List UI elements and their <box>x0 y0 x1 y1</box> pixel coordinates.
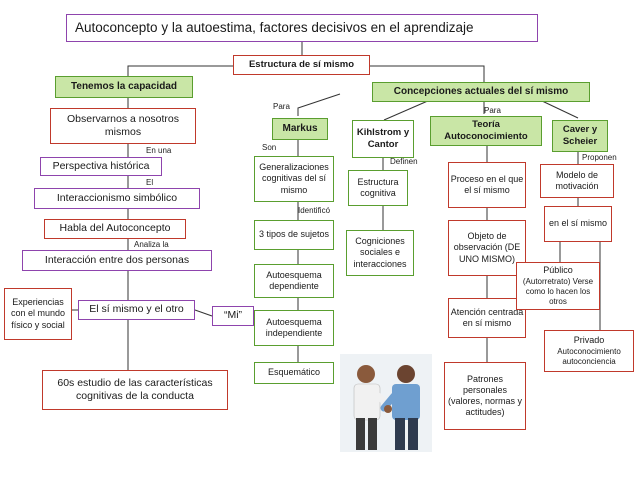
caver-node-label: Caver y Scheier <box>562 124 598 147</box>
esquematico-node: Esquemático <box>254 362 334 384</box>
kihlstrom-node-label: Kihlstrom y Cantor <box>356 127 410 150</box>
estudio-node-label: 60s estudio de las características cogni… <box>57 376 213 402</box>
label-identifico: Identificó <box>298 206 331 215</box>
teoria-node-label: Teoría Autoconocimiento <box>444 119 528 142</box>
publico-node: Público (Autorretrato) Verse como lo hac… <box>516 262 600 310</box>
en-el-si-node: en el sí mismo <box>544 206 612 242</box>
patrones-node-label: Patrones personales (valores, normas y a… <box>447 373 523 418</box>
estructura-cognitiva-node: Estructura cognitiva <box>348 170 408 206</box>
tres-tipos-node-label: 3 tipos de sujetos <box>258 229 330 240</box>
autoesquema-ind-node: Autoesquema independiente <box>254 310 334 346</box>
observe-node-label: Observarnos a nosotros mismos <box>66 112 180 138</box>
label-analiza: Analiza la <box>134 240 169 249</box>
teoria-node: Teoría Autoconocimiento <box>430 116 542 146</box>
perspectiva-node: Perspectiva histórica <box>40 157 162 176</box>
autoesquema-dep-node: Autoesquema dependiente <box>254 264 334 298</box>
label-para-left: Para <box>273 102 290 111</box>
right-header-label: Concepciones actuales del sí mismo <box>393 85 569 97</box>
proceso-node: Proceso en el que el sí mismo <box>448 162 526 208</box>
mi-node-label: “Mi” <box>223 309 243 322</box>
proceso-node-label: Proceso en el que el sí mismo <box>450 173 524 195</box>
markus-node: Markus <box>272 118 328 140</box>
interaccion-node: Interacción entre dos personas <box>22 250 212 271</box>
privado-node-title: Privado <box>573 335 605 346</box>
cogniciones-node: Cogniciones sociales e interacciones <box>346 230 414 276</box>
caver-node: Caver y Scheier <box>552 120 608 152</box>
atencion-node-label: Atención centrada en sí mismo <box>450 306 524 328</box>
label-para-right: Para <box>484 106 501 115</box>
page-title-text: Autoconcepto y la autoestima, factores d… <box>75 19 474 35</box>
generalizaciones-node-label: Generalizaciones cognitivas del sí mismo <box>259 162 329 195</box>
interaccionismo-node-label: Interaccionismo simbólico <box>56 191 178 204</box>
markus-node-label: Markus <box>282 122 318 134</box>
experiencias-node: Experiencias con el mundo físico y socia… <box>4 288 72 340</box>
estudio-node: 60s estudio de las características cogni… <box>42 370 228 410</box>
si-mismo-otro-node: El sí mismo y el otro <box>78 300 195 320</box>
central-node: Estructura de sí mismo <box>233 55 370 75</box>
right-header: Concepciones actuales del sí mismo <box>372 82 590 102</box>
objeto-node-label: Objeto de observación (DE UNO MISMO) <box>453 231 521 264</box>
privado-node-desc: Autoconocimiento autoconciencia <box>557 346 621 366</box>
modelo-node-label: Modelo de motivación <box>555 169 599 191</box>
label-son: Son <box>262 143 277 152</box>
privado-node: Privado Autoconocimiento autoconciencia <box>544 330 634 372</box>
patrones-node: Patrones personales (valores, normas y a… <box>444 362 526 430</box>
left-header-label: Tenemos la capacidad <box>71 80 177 92</box>
autoesquema-dep-node-label: Autoesquema dependiente <box>266 269 322 291</box>
esquematico-node-label: Esquemático <box>267 367 321 378</box>
atencion-node: Atención centrada en sí mismo <box>448 298 526 338</box>
publico-node-desc: (Autorretrato) Verse como lo hacen los o… <box>522 276 594 306</box>
experiencias-node-label: Experiencias con el mundo físico y socia… <box>10 297 66 330</box>
interaccion-node-label: Interacción entre dos personas <box>44 253 190 266</box>
label-definen: Definen <box>390 157 418 166</box>
label-el: El <box>146 178 154 187</box>
observe-node: Observarnos a nosotros mismos <box>50 108 196 144</box>
estructura-cognitiva-node-label: Estructura cognitiva <box>357 176 399 198</box>
label-proponen: Proponen <box>582 153 617 162</box>
objeto-node: Objeto de observación (DE UNO MISMO) <box>448 220 526 276</box>
handshake-illustration <box>340 354 432 452</box>
mi-node: “Mi” <box>212 306 254 326</box>
generalizaciones-node: Generalizaciones cognitivas del sí mismo <box>254 156 334 202</box>
perspectiva-node-label: Perspectiva histórica <box>52 159 150 172</box>
page-title: Autoconcepto y la autoestima, factores d… <box>66 14 538 42</box>
autoesquema-ind-node-label: Autoesquema independiente <box>265 316 323 338</box>
modelo-node: Modelo de motivación <box>540 164 614 198</box>
left-header: Tenemos la capacidad <box>55 76 193 98</box>
kihlstrom-node: Kihlstrom y Cantor <box>352 120 414 158</box>
habla-node-label: Habla del Autoconcepto <box>59 222 171 235</box>
label-en-una: En una <box>146 146 172 155</box>
tres-tipos-node: 3 tipos de sujetos <box>254 220 334 250</box>
publico-node-title: Público <box>543 265 573 276</box>
interaccionismo-node: Interaccionismo simbólico <box>34 188 200 209</box>
habla-node: Habla del Autoconcepto <box>44 219 186 239</box>
si-mismo-otro-node-label: El sí mismo y el otro <box>89 303 184 316</box>
cogniciones-node-label: Cogniciones sociales e interacciones <box>353 236 407 269</box>
central-node-label: Estructura de sí mismo <box>248 59 355 71</box>
en-el-si-node-label: en el sí mismo <box>548 218 608 229</box>
